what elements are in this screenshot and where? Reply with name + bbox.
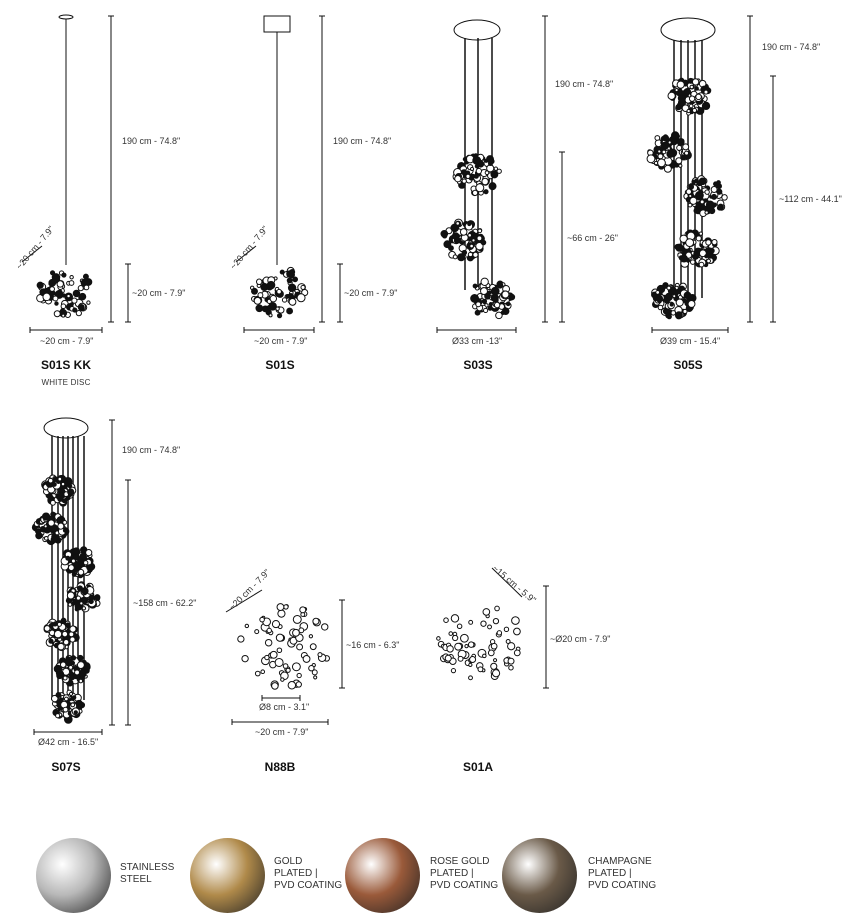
pendant-sphere: [674, 229, 720, 268]
s05s-height-label: 190 cm - 74.8": [762, 42, 821, 52]
s01skk-height-label: 190 cm - 74.8": [122, 136, 181, 146]
finish-swatch-rose-gold: [345, 838, 420, 913]
s03s-width-label: Ø33 cm -13": [452, 336, 503, 346]
finish-label-gold: GOLD PLATED | PVD COATING: [274, 856, 343, 891]
s01skk-model-code: S01S KK: [40, 358, 92, 372]
pendant-sphere: [31, 511, 70, 546]
s01s-drop-label: ~20 cm - 7.9": [344, 288, 398, 298]
n88b-model-code: N88B: [264, 760, 296, 774]
pendant-sphere: [452, 153, 502, 197]
pendant-sphere: [41, 474, 77, 507]
s03s-height-label: 190 cm - 74.8": [555, 79, 614, 89]
s01skk-drop-label: ~20 cm - 7.9": [132, 288, 186, 298]
pendant-sphere: [436, 605, 521, 681]
pendant-sphere: [651, 282, 697, 320]
finish-label-champagne: CHAMPAGNE PLATED | PVD COATING: [588, 856, 657, 891]
pendant-sphere: [237, 603, 330, 690]
s07s-drop-label: ~158 cm - 62.2": [133, 598, 197, 608]
pendant-sphere: [65, 581, 101, 613]
finish-swatch-gold: [190, 838, 265, 913]
s05s-model-code: S05S: [673, 358, 703, 372]
s01s-model-code: S01S: [265, 358, 295, 372]
pendant-sphere: [36, 270, 93, 318]
pendant-sphere: [249, 266, 309, 319]
pendant-sphere: [440, 218, 487, 262]
s03s-model-code: S03S: [463, 358, 493, 372]
s01skk-subtitle: WHITE DISC: [41, 378, 91, 387]
finish-swatch-stainless: [36, 838, 111, 913]
finish-label-stainless: STAINLESS STEEL: [120, 862, 175, 885]
s07s-height-label: 190 cm - 74.8": [122, 445, 181, 455]
s07s-model-code: S07S: [51, 760, 81, 774]
s01s-height-label: 190 cm - 74.8": [333, 136, 392, 146]
s01skk-width-label: ~20 cm - 7.9": [40, 336, 94, 346]
pendant-sphere: [667, 77, 712, 116]
s01a-height-label: ~Ø20 cm - 7.9": [550, 634, 611, 644]
pendant-sphere: [646, 131, 692, 173]
pendant-sphere: [60, 546, 96, 579]
n88b-height-label: ~16 cm - 6.3": [346, 640, 400, 650]
s01s-width-label: ~20 cm - 7.9": [254, 336, 308, 346]
pendant-sphere: [43, 617, 80, 652]
s01a-model-code: S01A: [462, 760, 494, 774]
s05s-width-label: Ø39 cm - 15.4": [660, 336, 721, 346]
n88b-base-label: Ø8 cm - 3.1": [259, 702, 310, 712]
finish-swatch-champagne: [502, 838, 577, 913]
pendant-sphere: [51, 689, 86, 724]
s07s-width-label: Ø42 cm - 16.5": [38, 737, 99, 747]
s03s-drop-label: ~66 cm - 26": [567, 233, 618, 243]
n88b-width-label: ~20 cm - 7.9": [255, 727, 309, 737]
pendant-sphere: [683, 175, 728, 218]
finish-label-rose-gold: ROSE GOLD PLATED | PVD COATING: [430, 856, 499, 891]
pendant-sphere: [53, 654, 91, 687]
s05s-drop-label: ~112 cm - 44.1": [779, 194, 842, 204]
pendant-sphere: [470, 277, 516, 320]
